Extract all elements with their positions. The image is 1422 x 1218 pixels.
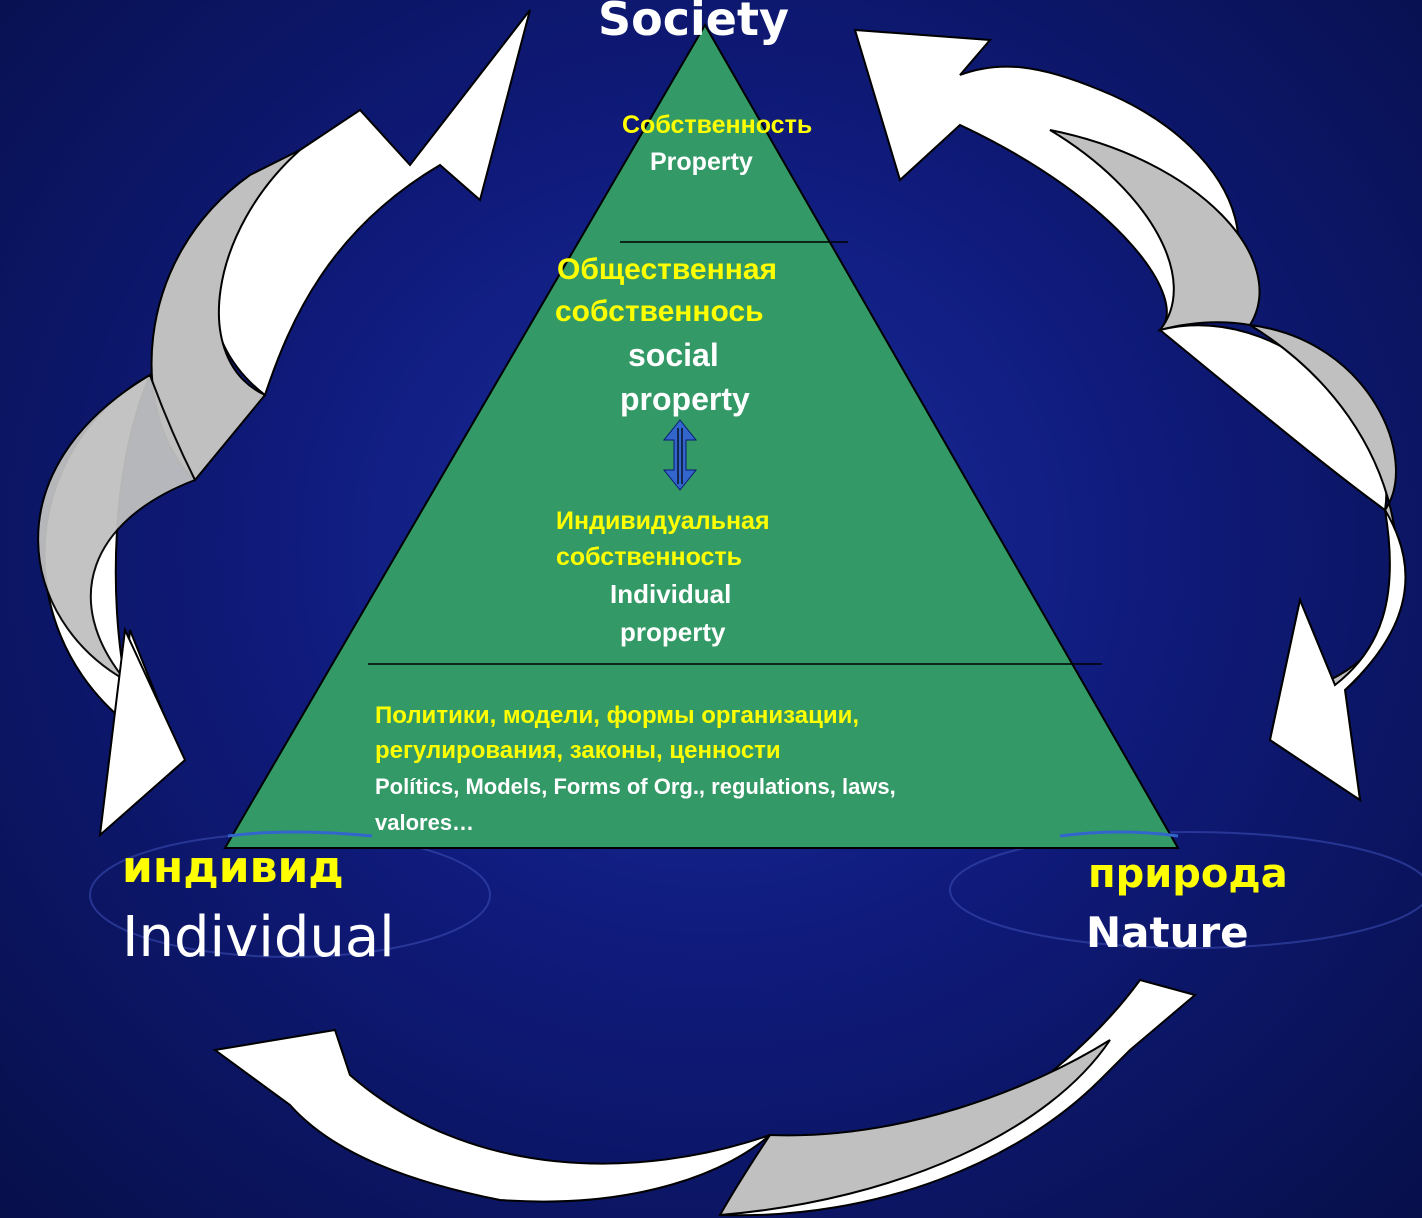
curved-arrow-icon (718, 1039, 1111, 1217)
pyramid-base-curve (1059, 830, 1179, 838)
base-ru-line1: Политики, модели, формы организации, (375, 702, 860, 729)
base-ru-line2: регулирования, законы, ценности (375, 737, 781, 764)
curved-arrow-icon (212, 1028, 771, 1203)
individual-property-ru-line2: собственность (556, 543, 743, 571)
curved-arrow-icon (37, 373, 197, 681)
curved-arrow-icon (98, 626, 187, 838)
pyramid-base-curve (227, 830, 373, 838)
nature-ru-label: природа (1088, 851, 1288, 897)
curved-arrow-icon (1157, 324, 1388, 512)
social-property-ru-line2: собственнось (555, 295, 764, 328)
nature-halo (949, 831, 1422, 949)
individual-property-en-line1: Individual (610, 579, 732, 609)
society-label: Society (598, 0, 789, 46)
nature-en-label: Nature (1086, 908, 1249, 957)
double-arrow-icon (662, 419, 698, 491)
individual-ru-label: индивид (122, 842, 344, 893)
individual-property-ru-line1: Индивидуальная (556, 507, 770, 535)
curved-arrow-icon (1268, 509, 1407, 803)
base-en-line2: valores… (375, 810, 475, 835)
social-property-en-line1: social (628, 337, 719, 373)
property-en-label: Property (650, 148, 753, 176)
curved-arrow-icon (1049, 129, 1261, 332)
social-property-en-line2: property (620, 381, 750, 417)
social-property-ru-line1: Общественная (557, 253, 778, 286)
curved-arrow-icon (210, 9, 531, 397)
individual-en-label: Individual (122, 905, 395, 970)
property-ru-label: Собственность (622, 111, 813, 139)
pyramid (223, 23, 1180, 849)
base-en-line1: Polítics, Models, Forms of Org., regulat… (375, 774, 896, 799)
individual-property-en-line2: property (620, 617, 726, 647)
